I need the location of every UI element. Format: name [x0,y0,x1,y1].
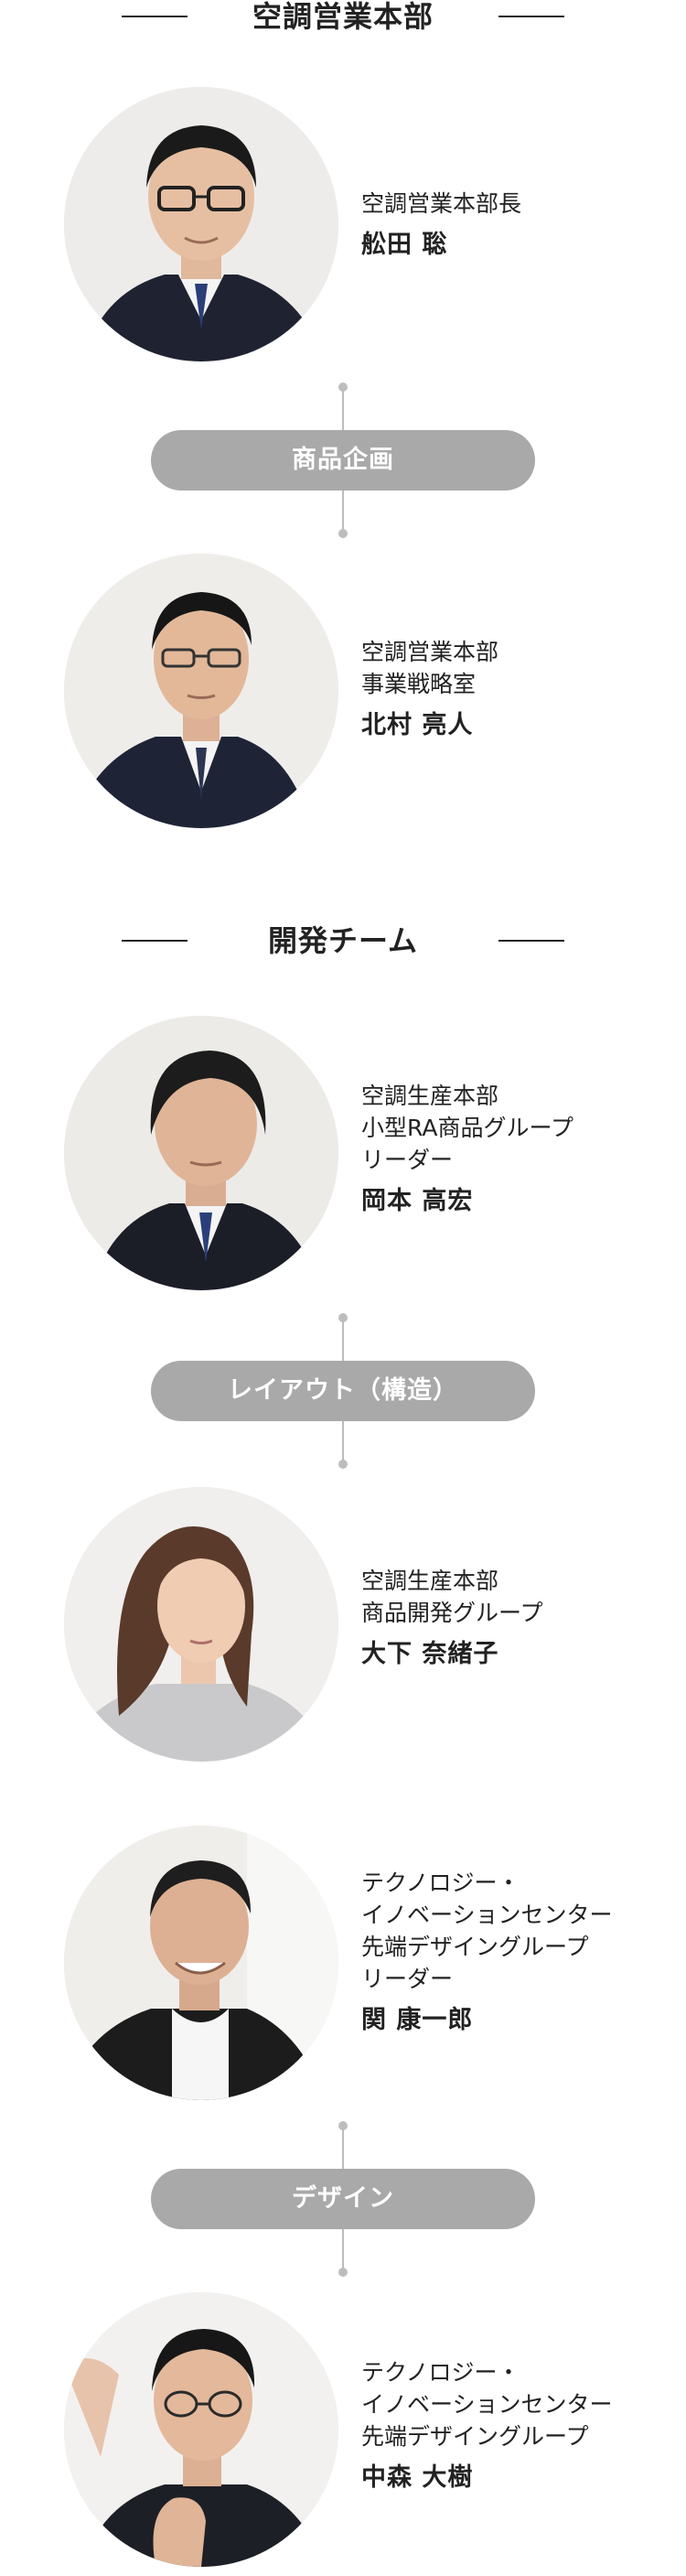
person-title-line: イノベーションセンター [361,1902,613,1928]
heading-rule-right [498,940,564,942]
person-info: テクノロジー・ イノベーションセンター 先端デザイングループ 中森 大樹 [361,2356,663,2496]
person-title-line: 先端デザイングループ [361,1934,589,1960]
heading-rule-left [122,16,188,17]
person-title-line: 空調営業本部長 [361,190,522,217]
avatar [64,2292,338,2567]
portrait-photo [64,87,338,361]
person-name: 北村 亮人 [361,711,474,739]
role-label: レイアウト（構造） [151,1361,535,1421]
avatar [64,554,338,828]
role-label: デザイン [151,2169,535,2229]
avatar [64,1826,338,2100]
section-title: 開発チーム [267,923,419,958]
person-name: 関 康一郎 [361,2006,474,2034]
avatar [64,1016,338,1290]
portrait-photo [64,1016,338,1290]
avatar [64,87,338,361]
person-name: 舩田 聡 [361,231,448,259]
person-title-line: 空調生産本部 [361,1083,499,1109]
person-info: 空調生産本部 小型RA商品グループ リーダー 岡本 高宏 [361,1080,663,1220]
connector-dot [338,1460,348,1469]
person-title-line: 事業戦略室 [361,671,477,697]
person-card: 空調営業本部 事業戦略室 北村 亮人 [0,554,686,837]
avatar [64,1487,338,1762]
person-title-line: 小型RA商品グループ [361,1115,573,1141]
portrait-photo [64,554,338,828]
role-connector: 商品企画 [0,383,686,538]
person-card: 空調生産本部 商品開発グループ 大下 奈緒子 [0,1487,686,1771]
person-title-line: テクノロジー・ [361,1870,520,1896]
person-title-line: 空調生産本部 [361,1568,499,1594]
person-title-line: 商品開発グループ [361,1600,543,1626]
person-info: 空調営業本部 事業戦略室 北村 亮人 [361,636,663,744]
portrait-photo [64,2292,338,2567]
person-title-line: リーダー [361,1966,454,1992]
person-name: 大下 奈緒子 [361,1640,499,1668]
section-heading-dev: 開発チーム [0,919,686,963]
person-info: テクノロジー・ イノベーションセンター 先端デザイングループ リーダー 関 康一… [361,1867,663,2039]
person-card: テクノロジー・ イノベーションセンター 先端デザイングループ リーダー 関 康一… [0,1826,686,2109]
section-heading-sales: 空調営業本部 [0,0,686,38]
section-title: 空調営業本部 [252,0,434,34]
role-connector: レイアウト（構造） [0,1313,686,1469]
person-card: 空調生産本部 小型RA商品グループ リーダー 岡本 高宏 [0,1016,686,1299]
person-title-line: 先端デザイングループ [361,2423,589,2450]
portrait-photo [64,1487,338,1762]
portrait-photo [64,1826,338,2100]
person-info: 空調生産本部 商品開発グループ 大下 奈緒子 [361,1565,663,1673]
connector-dot [338,529,348,538]
person-name: 岡本 高宏 [361,1187,474,1215]
person-title-line: イノベーションセンター [361,2391,613,2418]
person-info: 空調営業本部長 舩田 聡 [361,188,663,264]
person-title-line: リーダー [361,1147,454,1173]
person-title-line: 空調営業本部 [361,639,499,665]
role-connector: デザイン [0,2121,686,2277]
connector-dot [338,2268,348,2277]
person-name: 中森 大樹 [361,2463,474,2492]
person-card: テクノロジー・ イノベーションセンター 先端デザイングループ 中森 大樹 [0,2292,686,2576]
person-title-line: テクノロジー・ [361,2359,520,2386]
person-card: 空調営業本部長 舩田 聡 [0,87,686,371]
heading-rule-left [122,940,188,942]
role-label: 商品企画 [151,430,535,490]
heading-rule-right [498,16,564,17]
